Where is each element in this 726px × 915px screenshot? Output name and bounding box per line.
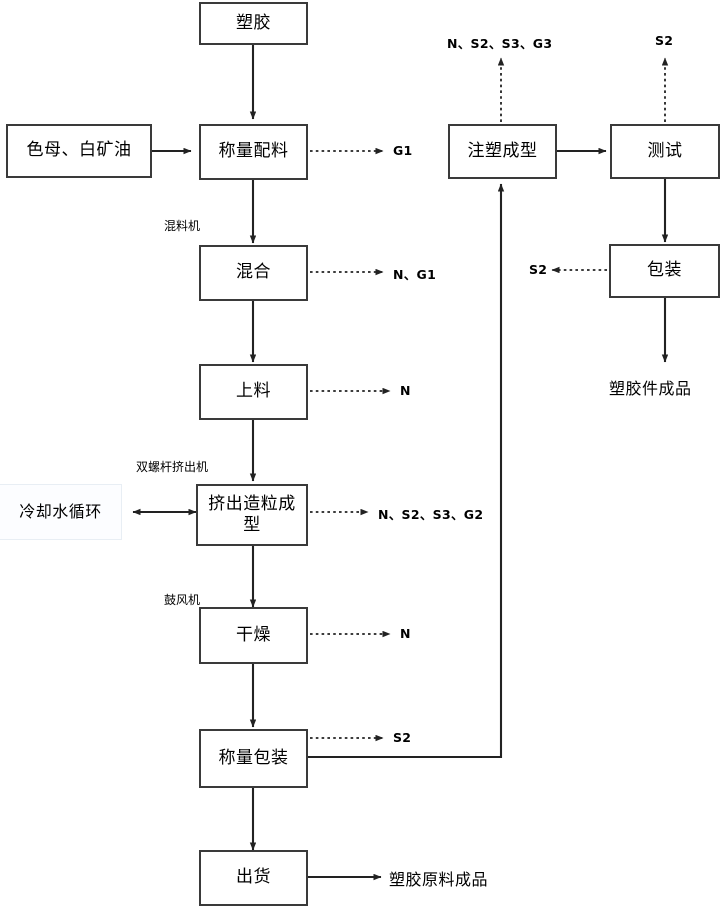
emission-label-testing: S2	[655, 33, 674, 48]
emission-label-weigh-pack: S2	[393, 730, 412, 745]
node-shipping[interactable]: 出货	[199, 850, 308, 906]
node-packaging[interactable]: 包装	[609, 244, 720, 298]
node-weigh-batch-label: 称量配料	[218, 141, 289, 162]
node-weigh-pack-label: 称量包装	[218, 747, 289, 768]
node-packaging-label: 包装	[647, 260, 682, 281]
node-cooling-water[interactable]: 冷却水循环	[0, 484, 122, 540]
machine-label-blower: 鼓风机	[164, 593, 201, 607]
emission-label-packaging: S2	[529, 262, 548, 277]
node-extrude-pellet-label: 挤出造粒成型	[208, 493, 296, 535]
node-extrude-pellet[interactable]: 挤出造粒成型	[196, 484, 308, 546]
emission-label-feeding: N	[400, 383, 411, 398]
machine-label-mixer: 混料机	[164, 219, 201, 233]
node-mixing-label: 混合	[236, 262, 271, 283]
node-feeding-label: 上料	[236, 381, 271, 402]
emission-label-mixing: N、G1	[393, 267, 437, 282]
node-weigh-pack[interactable]: 称量包装	[199, 729, 308, 788]
node-plastic-raw-label: 塑胶	[236, 12, 271, 33]
machine-label-twin-screw-extruder: 双螺杆挤出机	[136, 460, 209, 474]
node-injection-molding[interactable]: 注塑成型	[448, 124, 557, 179]
node-colorant-oil-label: 色母、白矿油	[26, 140, 132, 161]
node-testing[interactable]: 测试	[610, 124, 720, 179]
node-drying-label: 干燥	[236, 624, 271, 645]
node-colorant-oil[interactable]: 色母、白矿油	[6, 124, 152, 178]
node-weigh-batch[interactable]: 称量配料	[199, 124, 308, 180]
node-plastic-raw[interactable]: 塑胶	[199, 2, 308, 45]
node-feeding[interactable]: 上料	[199, 364, 308, 420]
node-testing-label: 测试	[647, 140, 683, 161]
node-injection-molding-label: 注塑成型	[467, 140, 538, 161]
output-plastic-material-product: 塑胶原料成品	[389, 870, 489, 889]
node-mixing[interactable]: 混合	[199, 245, 308, 301]
node-drying[interactable]: 干燥	[199, 607, 308, 664]
emission-label-injection: N、S2、S3、G3	[447, 36, 553, 51]
emission-label-extrusion: N、S2、S3、G2	[378, 507, 484, 522]
output-plastic-part-product: 塑胶件成品	[609, 379, 692, 398]
node-cooling-water-label: 冷却水循环	[19, 502, 102, 521]
node-shipping-label: 出货	[236, 867, 271, 888]
emission-label-weigh-batch: G1	[393, 143, 413, 158]
emission-label-drying: N	[400, 626, 411, 641]
